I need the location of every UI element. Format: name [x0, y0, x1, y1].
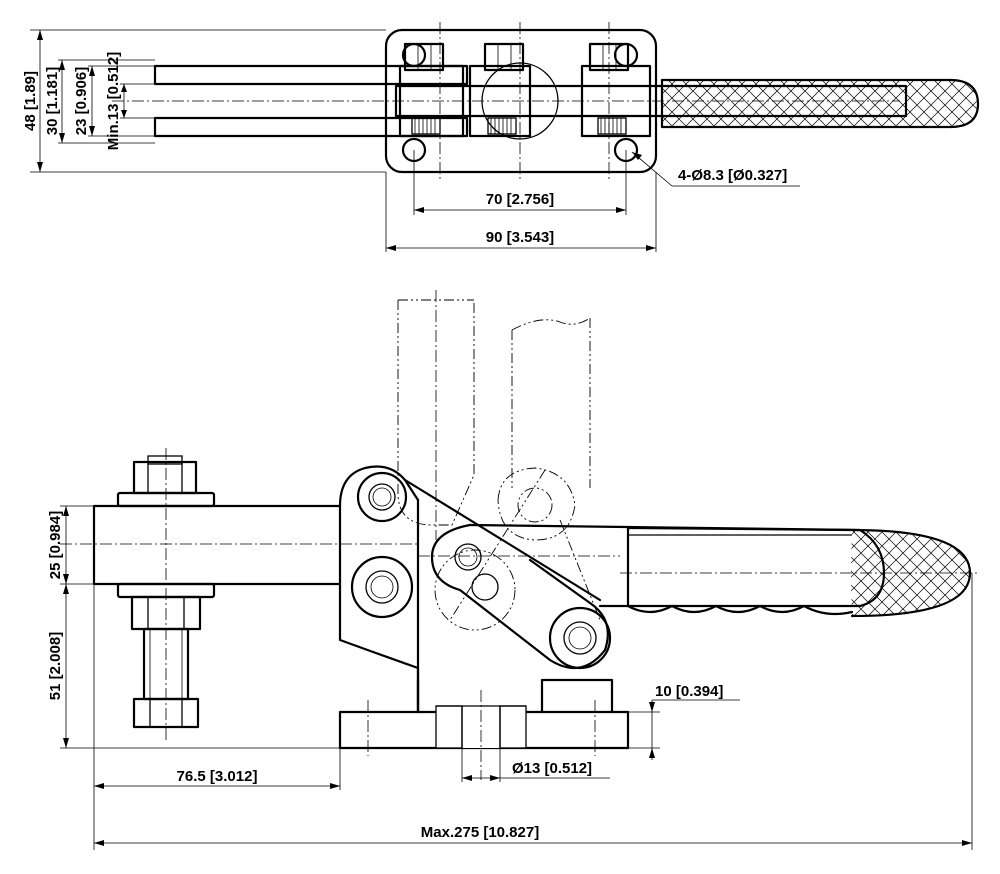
pivot-pins — [350, 471, 612, 670]
dim-arm-height: 25 [0.984] — [47, 511, 64, 579]
dim-holes: 4-Ø8.3 [Ø0.327] — [678, 167, 787, 184]
knurled-washers — [411, 117, 627, 135]
side-view: 25 [0.984] 51 [2.008] 10 [0.394] 76.5 [3… — [47, 290, 980, 850]
dim-max-length: Max.275 [10.827] — [421, 824, 539, 841]
body-link — [338, 582, 420, 714]
top-horizontal-dimensions — [385, 150, 800, 252]
dim-height-23: 23 [0.906] — [73, 67, 90, 135]
clamp-arm — [92, 504, 342, 586]
dim-base-thickness: 10 [0.394] — [655, 683, 723, 700]
dim-min-13: Min.13 [0.512] — [105, 52, 122, 150]
side-dimensions — [60, 505, 973, 850]
dim-bore: Ø13 [0.512] — [512, 760, 592, 777]
dim-spindle-height: 51 [2.008] — [47, 632, 64, 700]
handle-grip-side — [626, 526, 972, 618]
dim-overall-height: 48 [1.89] — [22, 71, 39, 131]
dim-base-width: 90 [3.543] — [486, 229, 554, 246]
base-block — [338, 678, 630, 780]
arm-fork-upper — [153, 64, 469, 86]
handle-link — [430, 523, 609, 670]
top-view: 48 [1.89] 30 [1.181] 23 [0.906] Min.13 [… — [22, 22, 980, 252]
handle-grip-top — [660, 78, 980, 129]
dim-hole-spacing: 70 [2.756] — [486, 191, 554, 208]
phantom-open-position — [397, 290, 601, 631]
dim-height-30: 30 [1.181] — [44, 67, 61, 135]
arm-fork-lower — [153, 116, 469, 138]
dim-reach: 76.5 [3.012] — [177, 768, 258, 785]
handle-bar-side — [468, 523, 886, 608]
top-vertical-dimensions — [30, 29, 386, 173]
